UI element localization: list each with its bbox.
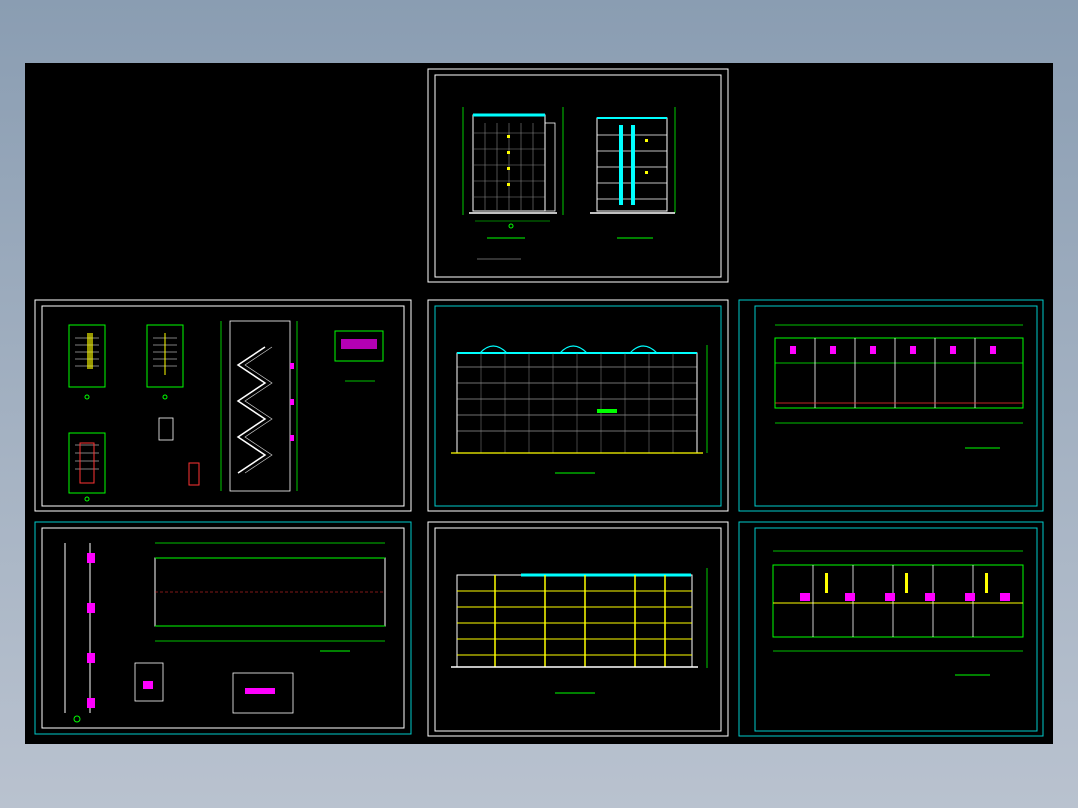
stair-section [220, 320, 298, 492]
small-details [158, 417, 200, 486]
floor-plan-drawing [774, 324, 1024, 449]
front-elevation-drawing [451, 345, 708, 474]
side-elevation-drawing [462, 107, 564, 229]
sheet-front-elevation[interactable] [427, 299, 729, 512]
parapet-details [134, 662, 294, 714]
rear-elevation-drawing [451, 568, 708, 694]
ground-floor-plan-drawing [772, 550, 1024, 676]
sheet-roof-plan[interactable] [34, 521, 412, 735]
sheet-stair-details[interactable] [34, 299, 412, 512]
stair-plan-1 [68, 324, 106, 400]
stair-plan-3 [68, 432, 106, 502]
sheet-rear-elevation[interactable] [427, 521, 729, 737]
sheet-floor-plan-upper[interactable] [738, 299, 1044, 512]
stair-plan-2 [146, 324, 184, 400]
wall-section-detail [64, 543, 95, 723]
cad-model-space[interactable] [25, 63, 1053, 744]
window-detail [334, 330, 384, 382]
sheet-floor-plan-ground[interactable] [738, 521, 1044, 737]
sheet-title-marks [477, 237, 653, 260]
building-section-drawing [590, 107, 676, 214]
sheet-top-elevations[interactable] [427, 68, 729, 283]
roof-plan-drawing [154, 542, 386, 652]
